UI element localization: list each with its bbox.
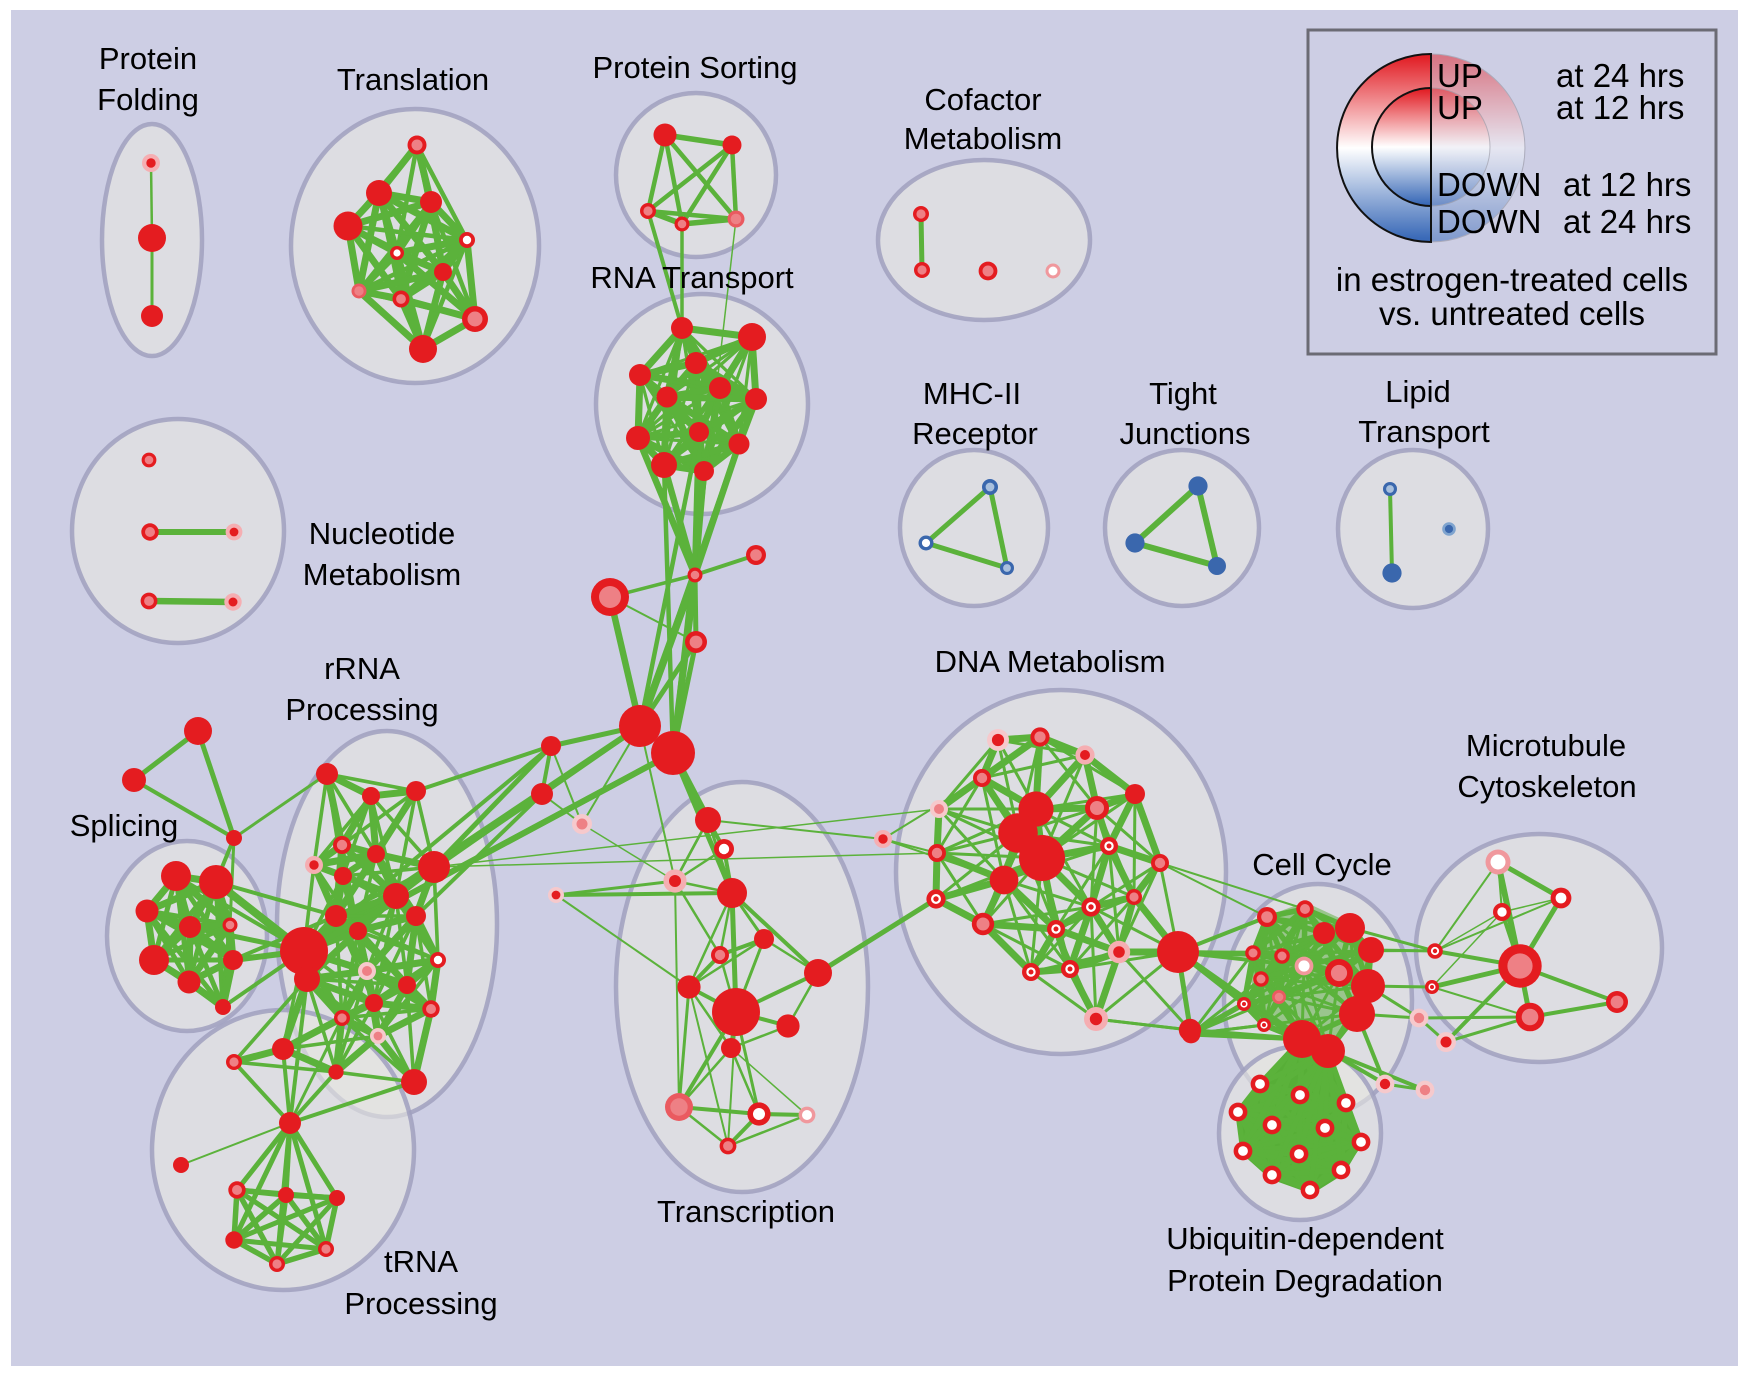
svg-text:Protein: Protein (99, 41, 197, 76)
svg-text:Lipid: Lipid (1385, 374, 1451, 409)
svg-text:Processing: Processing (344, 1286, 497, 1321)
svg-text:in estrogen-treated cells: in estrogen-treated cells (1336, 261, 1688, 298)
svg-text:UP: UP (1437, 89, 1483, 126)
svg-text:Processing: Processing (285, 692, 438, 727)
svg-text:Metabolism: Metabolism (904, 121, 1063, 156)
svg-text:Folding: Folding (97, 82, 199, 117)
svg-text:UP: UP (1437, 57, 1483, 94)
svg-text:MHC-II: MHC-II (923, 376, 1021, 411)
svg-text:Cell Cycle: Cell Cycle (1252, 847, 1392, 882)
svg-text:at 12 hrs: at 12 hrs (1563, 166, 1691, 203)
svg-text:DOWN: DOWN (1437, 166, 1541, 203)
svg-text:at 24 hrs: at 24 hrs (1563, 203, 1691, 240)
svg-text:Transcription: Transcription (657, 1194, 835, 1229)
svg-text:Protein Degradation: Protein Degradation (1167, 1263, 1443, 1298)
svg-text:Tight: Tight (1149, 376, 1217, 411)
svg-text:Ubiquitin-dependent: Ubiquitin-dependent (1166, 1221, 1444, 1256)
svg-text:at 12 hrs: at 12 hrs (1556, 89, 1684, 126)
svg-text:Translation: Translation (337, 62, 489, 97)
svg-text:rRNA: rRNA (324, 651, 400, 686)
svg-text:vs. untreated cells: vs. untreated cells (1379, 295, 1645, 332)
svg-text:Protein Sorting: Protein Sorting (592, 50, 797, 85)
svg-text:Transport: Transport (1358, 414, 1490, 449)
svg-text:at 24 hrs: at 24 hrs (1556, 57, 1684, 94)
svg-text:Microtubule: Microtubule (1466, 728, 1626, 763)
svg-text:Receptor: Receptor (912, 416, 1038, 451)
svg-text:DOWN: DOWN (1437, 203, 1541, 240)
svg-text:RNA Transport: RNA Transport (590, 260, 794, 295)
svg-text:Cofactor: Cofactor (924, 82, 1041, 117)
svg-text:Metabolism: Metabolism (303, 557, 462, 592)
svg-text:Nucleotide: Nucleotide (309, 516, 455, 551)
svg-text:Splicing: Splicing (70, 808, 179, 843)
svg-text:DNA Metabolism: DNA Metabolism (935, 644, 1166, 679)
svg-text:tRNA: tRNA (384, 1244, 458, 1279)
svg-text:Junctions: Junctions (1120, 416, 1251, 451)
svg-text:Cytoskeleton: Cytoskeleton (1457, 769, 1636, 804)
